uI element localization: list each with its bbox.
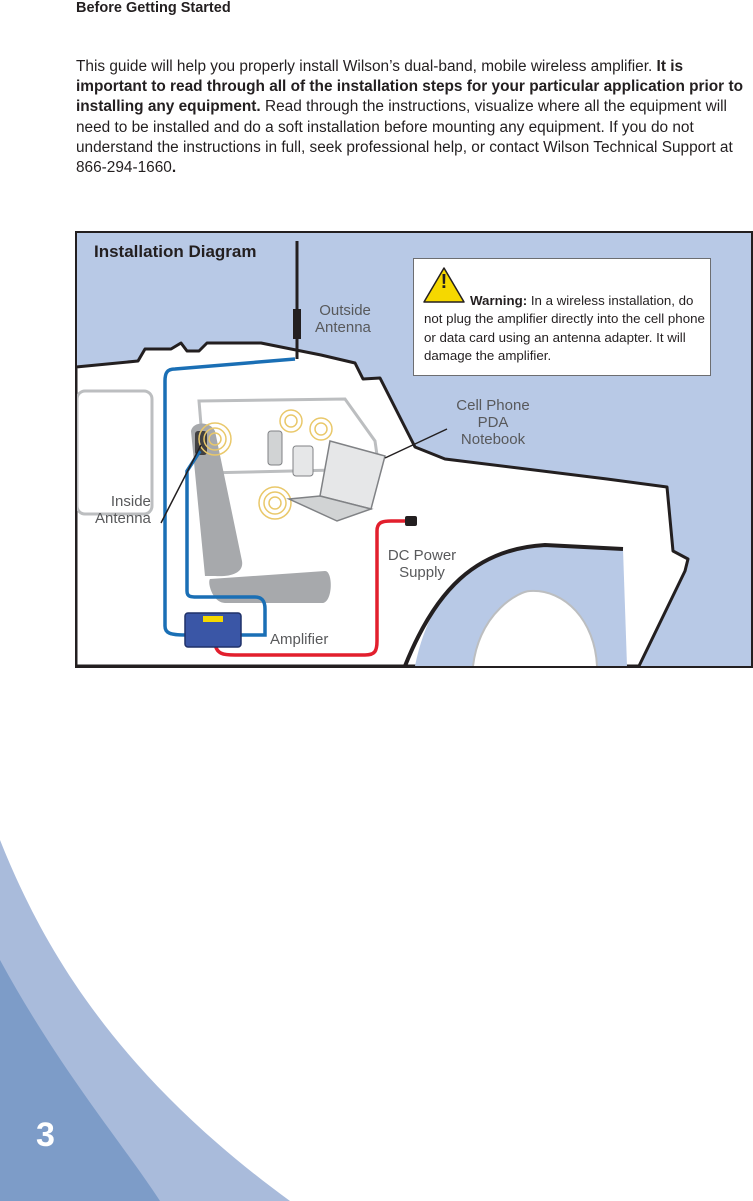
devices-label-line2: PDA (477, 414, 509, 431)
outside-antenna-cable (163, 357, 296, 637)
tire-outline (472, 589, 598, 667)
inside-antenna-label-line2: Antenna (95, 510, 151, 527)
outside-antenna-label-line2: Antenna (315, 319, 371, 336)
inside-antenna-label-line1: Inside (110, 493, 151, 510)
intro-text-2: Read through the instructions, visualize… (76, 98, 733, 177)
warning-icon-symbol: ! (440, 271, 448, 293)
notebook-keyboard (286, 495, 374, 522)
devices-label: Cell Phone PDA Notebook (450, 397, 536, 448)
amplifier-label: Amplifier (270, 631, 329, 648)
power-cable (213, 519, 405, 657)
decorative-swoosh (0, 840, 290, 1201)
pda-icon (292, 445, 314, 477)
diagram-frame (75, 231, 753, 668)
power-plug (405, 516, 417, 526)
warning-label: Warning: (470, 293, 528, 308)
intro-text-1: This guide will help you properly instal… (76, 58, 657, 75)
dc-power-label-line2: Supply (399, 564, 445, 581)
dc-power-label-line1: DC Power (387, 547, 457, 564)
inside-antenna-label: Inside Antenna (95, 493, 151, 527)
outside-antenna-coil (293, 309, 301, 339)
seat-cushion (209, 571, 331, 603)
dc-power-label: DC Power Supply (383, 547, 461, 581)
wheel-arch-line (403, 542, 624, 667)
cell-phone-icon (267, 430, 283, 466)
signal-waves (198, 409, 333, 520)
devices-label-line1: Cell Phone (456, 397, 530, 414)
warning-text: Warning: In a wireless installation, do … (424, 292, 706, 366)
devices-leader (384, 428, 448, 459)
outside-antenna-label: Outside Antenna (315, 302, 371, 336)
intro-paragraph: This guide will help you properly instal… (76, 57, 748, 178)
inside-antenna-cable (185, 450, 267, 637)
warning-icon (423, 267, 465, 303)
devices-label-line3: Notebook (460, 431, 526, 448)
diagram-title: Installation Diagram (94, 242, 257, 261)
intro-bold-text: It is important to read through all of t… (76, 58, 743, 116)
inside-antenna-leader (160, 444, 202, 524)
amplifier-device (184, 612, 242, 648)
installation-diagram: Installation Diagram Outside Antenna Ins… (75, 231, 753, 669)
section-title: Before Getting Started (76, 0, 231, 16)
outside-antenna-label-line1: Outside (319, 302, 371, 319)
intro-period: . (171, 159, 177, 177)
warning-body: In a wireless installation, do not plug … (424, 293, 705, 364)
page-number: 3 (36, 1116, 55, 1154)
warning-box: ! Warning: In a wireless installation, d… (413, 258, 711, 376)
amplifier-logo (203, 616, 223, 622)
seat-back (191, 423, 243, 577)
